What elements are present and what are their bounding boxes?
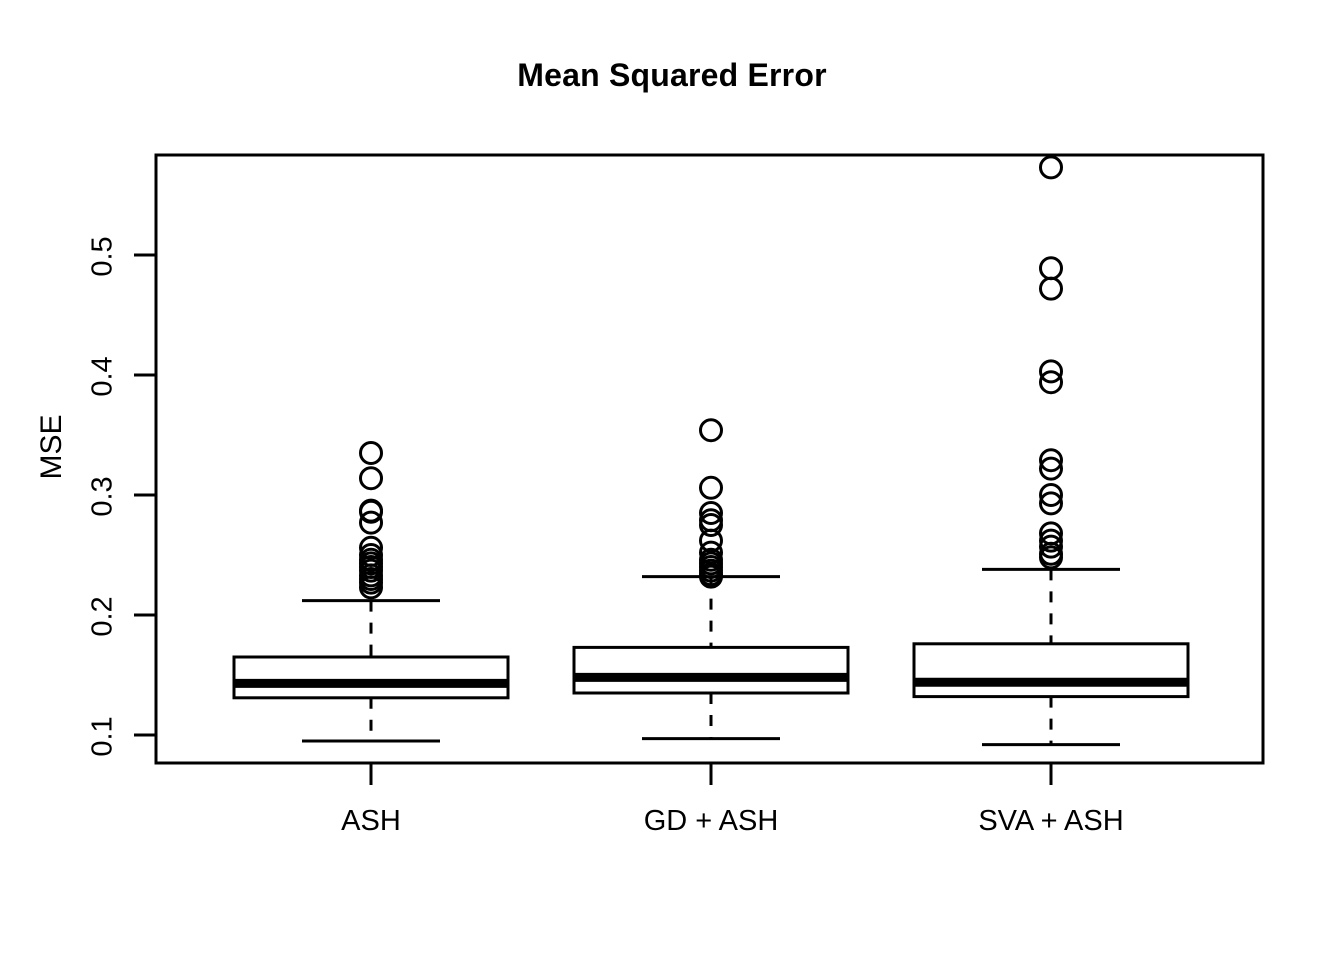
outlier-point — [359, 441, 383, 465]
outlier-point — [1039, 456, 1063, 481]
boxplot-ash — [232, 441, 510, 743]
x-tick-label-sva-ash: SVA + ASH — [978, 805, 1124, 837]
outlier-point — [1039, 155, 1063, 180]
x-tick-label-ash: ASH — [341, 805, 401, 837]
outlier-point — [1039, 483, 1063, 507]
box-iqr — [572, 645, 850, 695]
x-tick-marks — [369, 763, 1053, 785]
outlier-point — [699, 564, 723, 589]
outlier-point — [1039, 534, 1063, 559]
outlier-point — [699, 418, 723, 443]
outlier-point — [1039, 370, 1063, 395]
box-series-layer — [232, 155, 1190, 747]
outlier-point — [359, 535, 383, 560]
outlier-point — [359, 575, 383, 600]
x-tick-label-gd-ash: GD + ASH — [643, 805, 779, 837]
y-tick-marks — [134, 253, 156, 737]
page-title: Mean Squared Error — [517, 57, 827, 93]
outlier-point — [1039, 256, 1063, 281]
outlier-point — [1039, 448, 1063, 473]
outlier-point — [699, 501, 723, 525]
outlier-point — [359, 466, 383, 491]
outlier-point — [359, 499, 383, 524]
boxplot-sva-ash — [912, 155, 1190, 747]
outlier-point — [1039, 359, 1063, 384]
outlier-point — [1039, 491, 1063, 516]
outlier-point — [699, 528, 723, 553]
outlier-point — [1039, 276, 1063, 301]
boxplot-gd-ash — [572, 418, 850, 741]
box-iqr — [232, 655, 510, 700]
box-iqr — [912, 642, 1190, 699]
outlier-point — [359, 510, 383, 535]
outlier-point — [699, 513, 723, 537]
outlier-point — [1039, 545, 1063, 570]
axes-layer — [134, 153, 1265, 785]
outlier-point — [699, 475, 723, 500]
outlier-point — [1039, 528, 1063, 553]
